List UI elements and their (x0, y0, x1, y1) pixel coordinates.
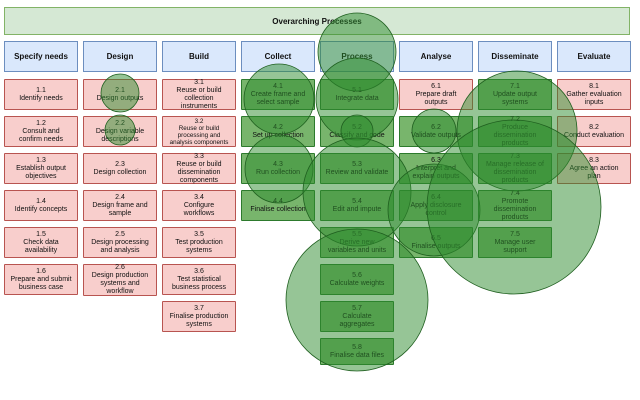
phase-build: Build (162, 41, 236, 72)
phase-collect: Collect (241, 41, 315, 72)
phase-disseminate: Disseminate (478, 41, 552, 72)
phase-specify-needs: Specify needs (4, 41, 78, 72)
phase-process: Process (320, 41, 394, 72)
phase-evaluate: Evaluate (557, 41, 631, 72)
overarching-processes-banner: Overarching Processes (4, 7, 630, 35)
phase-design: Design (83, 41, 157, 72)
phase-analyse: Analyse (399, 41, 473, 72)
